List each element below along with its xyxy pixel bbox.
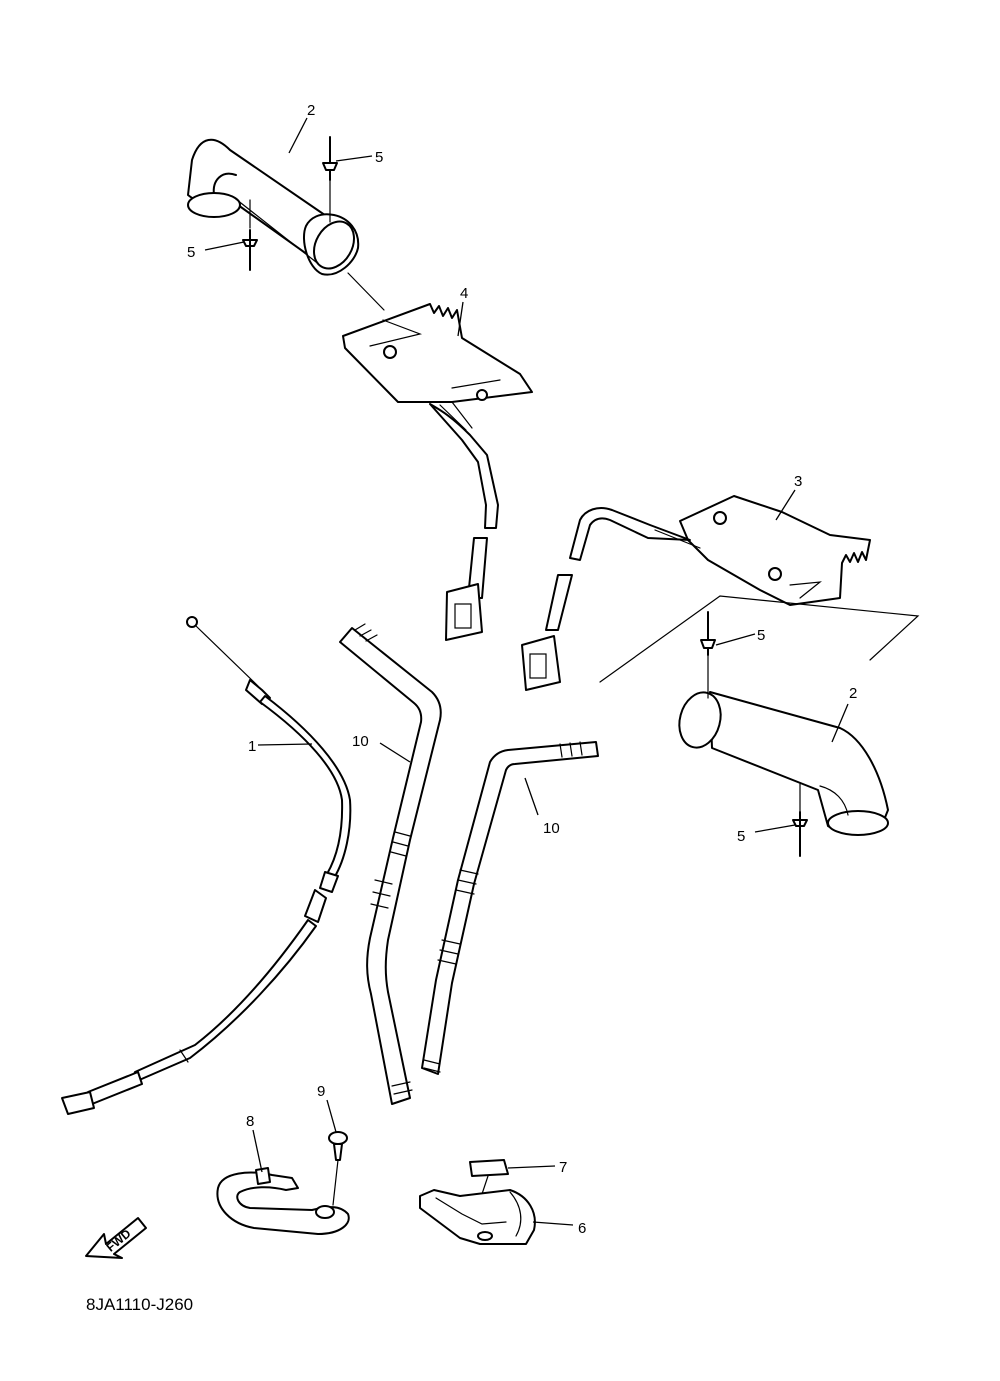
grip-upper bbox=[187, 138, 385, 311]
breather-hose-right bbox=[421, 741, 599, 1075]
callout-5-right-top: 5 bbox=[757, 627, 765, 644]
pad bbox=[469, 1159, 509, 1201]
callout-labels: 1 2 2 3 4 5 5 5 5 6 7 8 9 10 10 bbox=[187, 102, 857, 1237]
pin-upper-2 bbox=[242, 199, 258, 271]
callout-8: 8 bbox=[246, 1113, 254, 1130]
callout-5-right-bottom: 5 bbox=[737, 828, 745, 845]
bolt bbox=[328, 1131, 348, 1206]
pin-right-1 bbox=[700, 611, 716, 699]
callout-6: 6 bbox=[578, 1220, 586, 1237]
callout-leaders bbox=[204, 117, 849, 1226]
callout-7: 7 bbox=[559, 1159, 567, 1176]
callout-3: 3 bbox=[794, 473, 802, 490]
heater-plate-upper bbox=[342, 303, 533, 641]
pin-right-2 bbox=[792, 783, 808, 857]
callout-10-left: 10 bbox=[352, 733, 369, 750]
callout-4: 4 bbox=[460, 285, 468, 302]
throttle-cable bbox=[61, 616, 352, 1115]
callout-5-upper-left: 5 bbox=[187, 244, 195, 261]
grip-right bbox=[678, 691, 889, 836]
callout-10-right: 10 bbox=[543, 820, 560, 837]
callout-5-upper-right: 5 bbox=[375, 149, 383, 166]
handlebar-bracket bbox=[216, 1167, 350, 1235]
callout-9: 9 bbox=[317, 1083, 325, 1100]
fwd-arrow-icon: FWD bbox=[85, 1217, 147, 1259]
diagram-code: 8JA1110-J260 bbox=[86, 1295, 193, 1314]
heater-plate-right bbox=[521, 495, 871, 691]
holder bbox=[419, 1189, 536, 1245]
callout-2-right: 2 bbox=[849, 685, 857, 702]
breather-hose-left bbox=[339, 623, 442, 1105]
callout-1: 1 bbox=[248, 738, 256, 755]
pin-upper-1 bbox=[322, 136, 338, 223]
callout-2-upper: 2 bbox=[307, 102, 315, 119]
